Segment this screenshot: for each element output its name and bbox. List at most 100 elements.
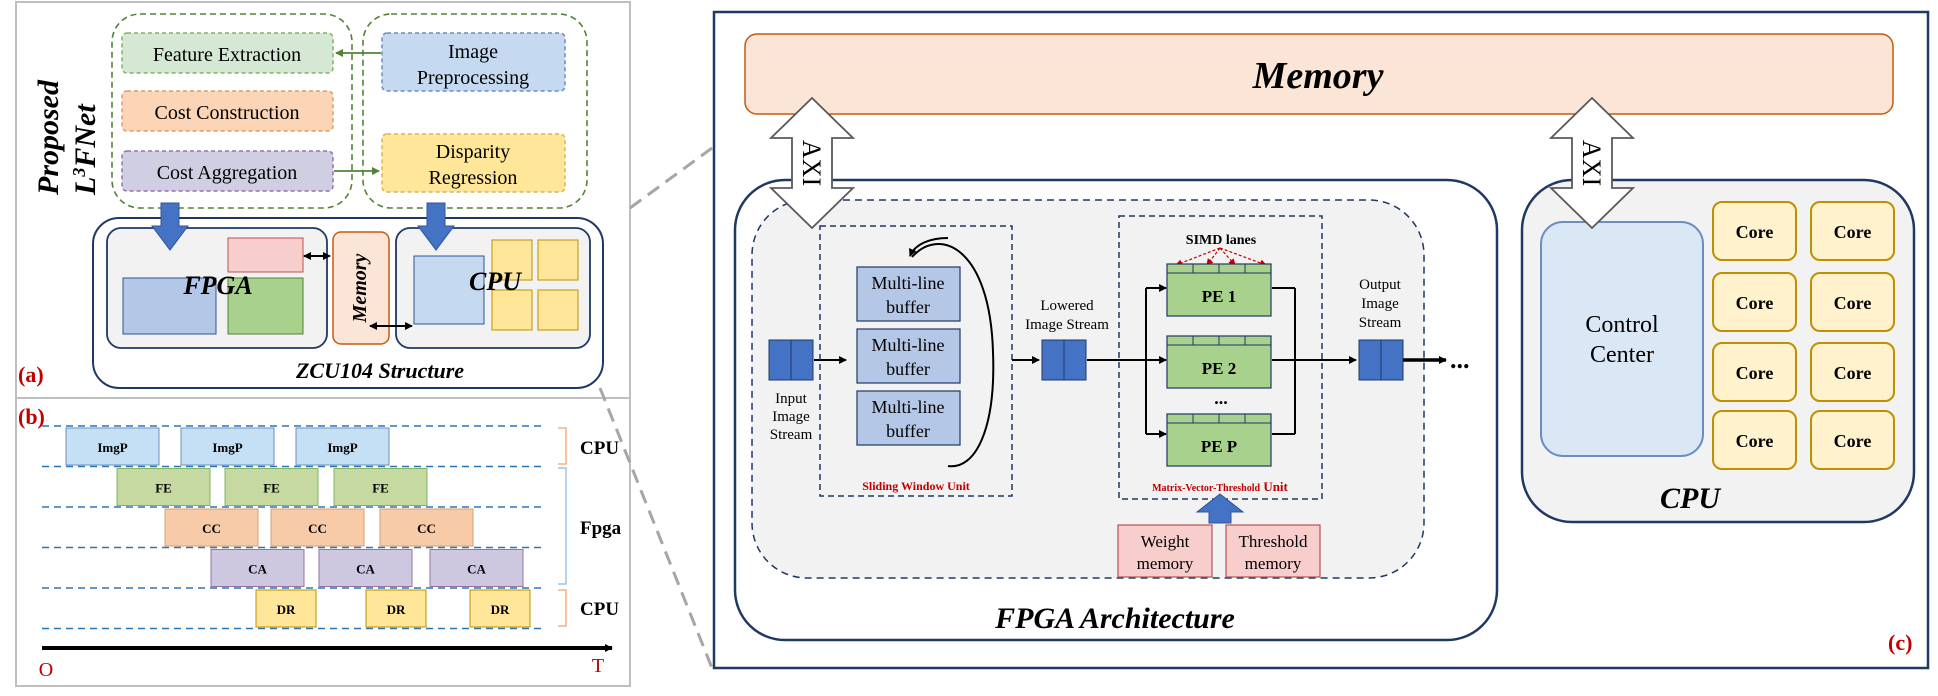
timeline-block [210,549,305,587]
timeline-block-label: ImgP [327,440,357,455]
memory-bar [744,33,1894,115]
fpga-label: FPGA [182,271,252,300]
pe-2-label: PE 2 [1202,359,1236,378]
mvt-unit-label: Matrix-Vector-Threshold Unit [1152,479,1288,494]
timeline-block [116,468,211,506]
fpga-blue-tile [122,277,217,335]
panel-a-tag: (a) [18,362,44,387]
cpu-core-tile-1 [491,239,533,281]
cpu-core-tile-3 [491,289,533,331]
cpu-core-box [1810,201,1895,261]
output-stream-label-1: Output [1359,277,1402,293]
disparity-regression-label-2: Regression [429,167,518,189]
cpu-core-box [1810,272,1895,332]
timeline-group-label: Fpga [580,518,622,539]
memory-bar-label: Memory [1252,55,1384,97]
axi-right-arrow-icon: AXI [1548,96,1636,230]
image-preprocessing-label-1: Image [448,41,498,63]
timeline-block [164,508,259,547]
net-title: L3FNet [69,103,102,196]
timeline-block-label: FE [263,481,280,496]
sliding-window-unit-box [819,225,1013,497]
cpu-core-label: Core [1736,431,1774,451]
timeline-block [333,468,428,506]
cpu-core-label: Core [1736,293,1774,313]
pe-ellipsis: ... [1214,388,1228,408]
axi-right-label: AXI [1577,140,1606,186]
image-preprocessing-label-2: Preprocessing [417,67,529,89]
cpu-core-label: Core [1834,293,1872,313]
timeline-block [270,508,365,547]
timeline-block-label: DR [277,602,296,617]
pe-p-block: PE P [1166,413,1272,467]
lowered-stream-label-2: Image Stream [1025,317,1109,333]
fpga-task-group [111,13,353,209]
input-fifo-cell-2 [790,339,814,381]
fpga-down-arrow-icon [151,202,189,251]
lowered-fifo-cell-1 [1041,339,1065,381]
output-stream-label-2: Image [1361,296,1399,312]
threshold-memory-label-2: memory [1245,554,1302,573]
buffer-loop-right [911,243,995,468]
simd-lane-arrow-3 [1219,247,1236,266]
simd-lane-arrow-4 [1219,247,1267,267]
panel-a: Proposed L3FNet Feature Extraction Cost … [15,1,631,399]
fpga-fabric-area [751,199,1425,579]
timeline-block-label: ImgP [212,440,242,455]
axi-left-arrow-icon: AXI [768,96,856,230]
pe-1-block: PE 1 [1166,263,1272,317]
multiline-buffer-3-line1: Multi-line [872,397,945,417]
multiline-buffer-3 [856,390,961,446]
fpga-pink-tile [227,237,304,273]
input-stream-label-3: Stream [770,427,813,443]
time-axis-origin-label: O [39,659,53,681]
output-ellipsis: ... [1450,345,1470,374]
cpu-core-label: Core [1834,431,1872,451]
timeline-block-label: CC [202,521,221,536]
timeline-block-label: FE [155,481,172,496]
cost-construction-label: Cost Construction [154,102,299,124]
control-center-box [1540,221,1704,457]
time-axis-end-label: T [592,655,604,677]
timeline-brace [558,467,567,585]
cpu-core-box [1810,410,1895,470]
feature-extraction-box [121,32,334,74]
multiline-buffer-1 [856,266,961,322]
multiline-buffer-2-line1: Multi-line [872,335,945,355]
net-name-label: L3FNet [69,103,102,196]
zoom-line-bottom [598,387,714,669]
timeline-block [379,508,474,547]
timeline-block-label: ImgP [97,440,127,455]
timeline-block [295,427,390,466]
disparity-regression-label-1: Disparity [436,141,510,163]
cost-construction-box [121,90,334,132]
cpu-core-label: Core [1736,222,1774,242]
lowered-fifo-cell-2 [1063,339,1087,381]
cpu-core-tile-4 [537,289,579,331]
cpu-core-box [1712,410,1797,470]
multiline-buffer-1-line1: Multi-line [872,273,945,293]
timeline-block-label: CA [248,562,267,577]
timeline-block-label: CA [356,562,375,577]
simd-lanes-label: SIMD lanes [1186,233,1257,248]
multiline-buffer-1-line2: buffer [886,297,930,317]
pe-2-block: PE 2 [1166,335,1272,389]
cpu-core-label: Core [1736,363,1774,383]
control-center-label-2: Center [1590,342,1654,368]
timeline-block-label: DR [387,602,406,617]
disparity-regression-box [381,133,566,193]
timeline-block [65,427,160,466]
cpu-core-box [1712,272,1797,332]
threshold-memory-label-1: Threshold [1239,532,1308,551]
cpu-task-group [362,13,588,209]
axi-left-label: AXI [797,140,826,186]
mvt-unit-box [1118,215,1323,500]
cpu-core-box [1712,201,1797,261]
timeline-block [318,549,413,587]
cpu-blue-tile [413,255,485,325]
cpu-core-label: Core [1834,222,1872,242]
output-fifo-cell-2 [1380,339,1404,381]
multiline-buffer-2-line2: buffer [886,359,930,379]
